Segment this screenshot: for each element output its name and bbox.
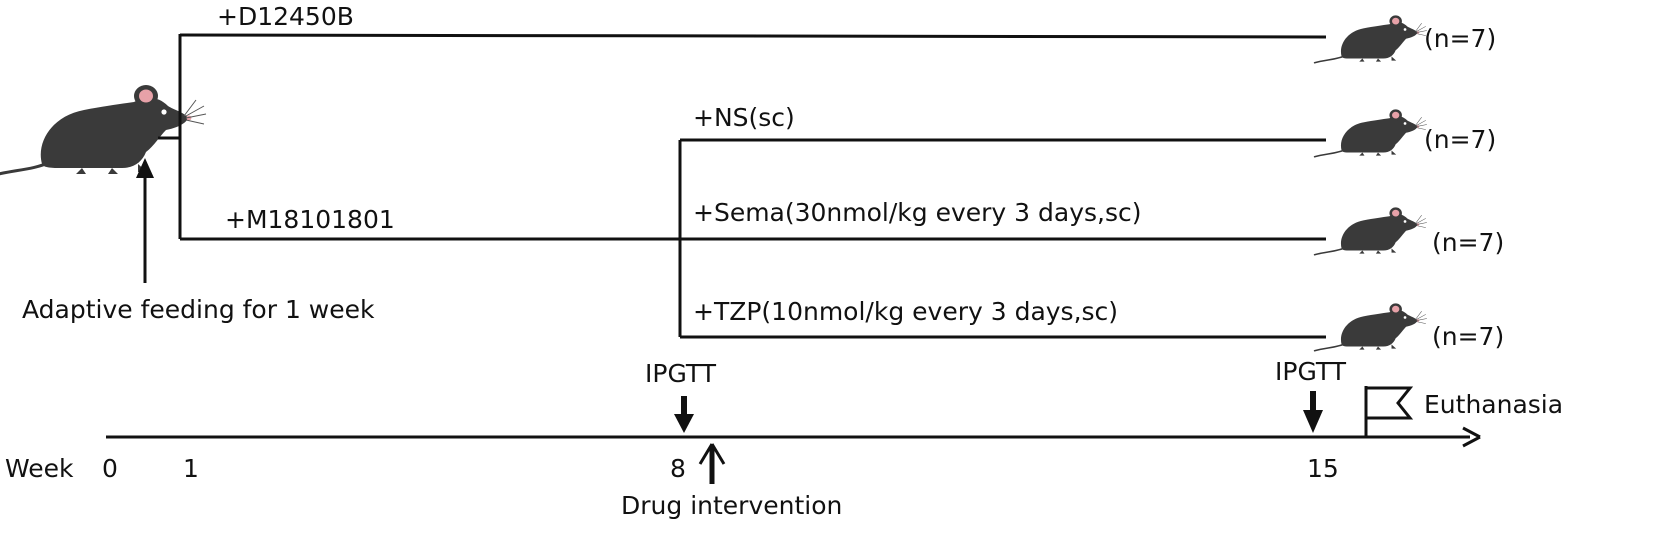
timeline-label: Week [5, 454, 74, 483]
ns-group-label: +NS(sc) [693, 103, 795, 132]
euthanasia-label: Euthanasia [1424, 390, 1563, 419]
mouse-icon [0, 83, 208, 178]
mouse-icon [1313, 206, 1428, 256]
ns-count: (n=7) [1424, 125, 1496, 154]
mouse-icon [1313, 14, 1428, 64]
model-diet-label: +M18101801 [225, 205, 395, 234]
tick-week-15: 15 [1307, 454, 1339, 483]
arrow-icon [136, 158, 154, 283]
tzp-count: (n=7) [1432, 322, 1504, 351]
control-diet-line [179, 33, 1327, 39]
sema-group-label: +Sema(30nmol/kg every 3 days,sc) [693, 198, 1142, 227]
tick-week-8: 8 [670, 454, 686, 483]
ipgtt-label-week-15: IPGTT [1275, 357, 1347, 386]
control-count: (n=7) [1424, 24, 1496, 53]
tzp-group-label: +TZP(10nmol/kg every 3 days,sc) [693, 297, 1118, 326]
control-diet-label: +D12450B [217, 2, 354, 31]
mouse-icon [1313, 302, 1428, 352]
ipgtt-label-week-8: IPGTT [645, 359, 717, 388]
flag-icon [1364, 386, 1414, 436]
drug-intervention-label: Drug intervention [621, 491, 842, 520]
tick-week-0: 0 [102, 454, 118, 483]
adaptive-feeding-label: Adaptive feeding for 1 week [22, 295, 375, 324]
timeline-arrowhead [1462, 426, 1481, 448]
mouse-icon [1313, 108, 1428, 158]
sema-count: (n=7) [1432, 228, 1504, 257]
arrow-icon [698, 443, 726, 484]
tick-week-1: 1 [183, 454, 199, 483]
arrow-icon [674, 396, 694, 433]
arrow-icon [1303, 391, 1323, 433]
